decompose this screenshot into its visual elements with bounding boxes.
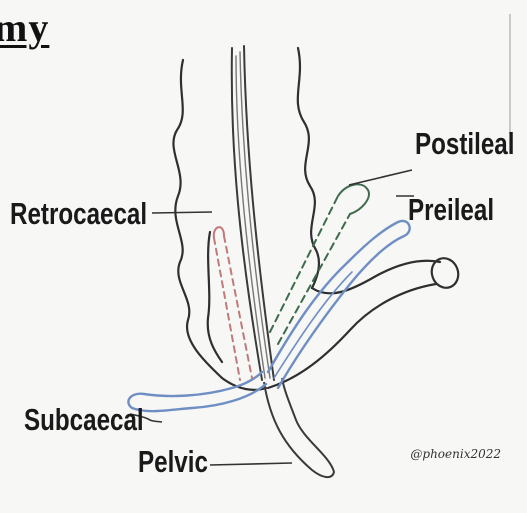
label-postileal: Postileal: [415, 126, 514, 162]
leader-retrocaecal: [152, 212, 212, 213]
leader-postileal: [349, 170, 412, 185]
label-retrocaecal: Retrocaecal: [10, 196, 147, 232]
ileum-upper: [312, 261, 440, 294]
label-pelvic: Pelvic: [138, 444, 208, 480]
label-preileal: Preileal: [408, 192, 494, 228]
caecum-left-outline: [173, 60, 266, 390]
taenia-outer-right: [244, 46, 274, 380]
postileal-appendix-right: [278, 214, 350, 344]
retrocaecal-appendix-right: [224, 236, 252, 378]
retrocaecal-appendix-left: [214, 238, 240, 380]
retrocaecal-appendix-tip: [214, 227, 224, 238]
preileal-appendix-outer: [268, 221, 410, 388]
pelvic-appendix: [264, 378, 334, 477]
credit-watermark: @phoenix2022: [410, 447, 501, 461]
caecum-right-outline: [298, 48, 319, 288]
label-subcaecal: Subcaecal: [24, 402, 144, 438]
postileal-appendix-tip: [338, 184, 369, 214]
caecum-inner-wall: [208, 232, 222, 362]
subcaecal-appendix: [128, 372, 266, 411]
leader-pelvic: [210, 463, 292, 465]
ileum-lower: [268, 284, 436, 388]
